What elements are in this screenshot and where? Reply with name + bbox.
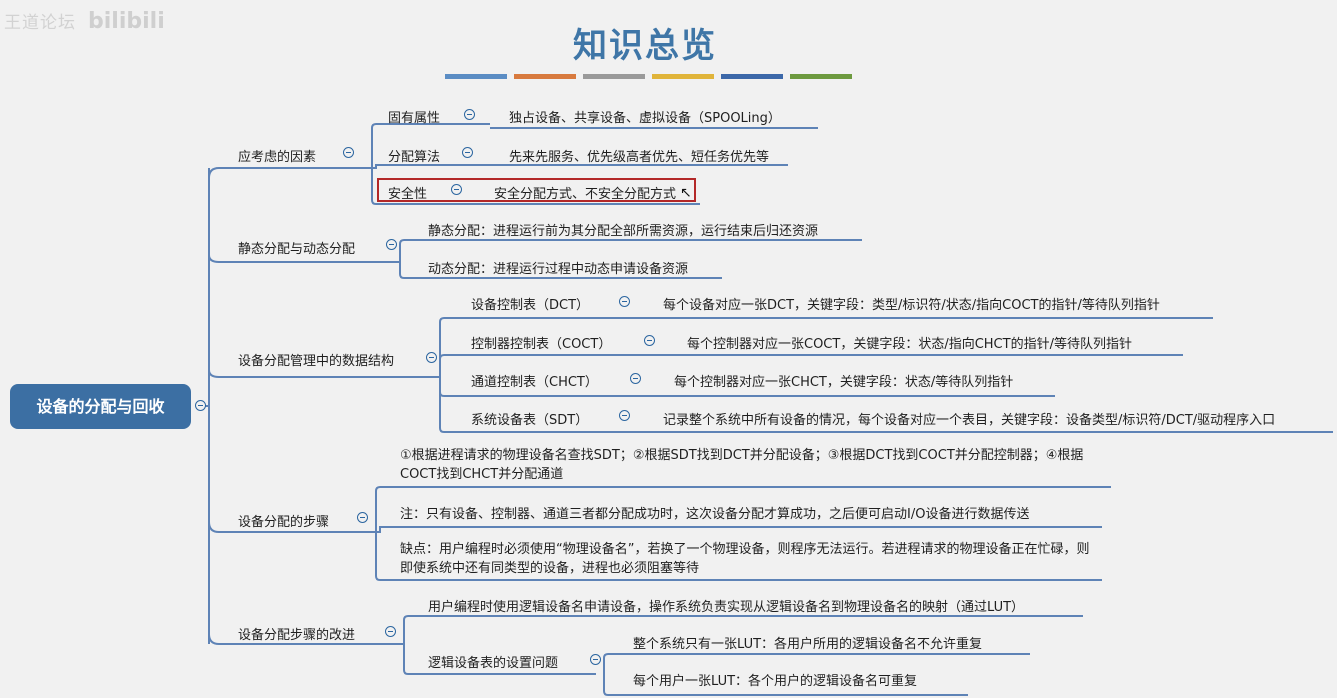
ds-label[interactable]: 通道控制表（CHCT） <box>471 375 598 390</box>
collapse-icon[interactable] <box>464 109 475 120</box>
color-bar <box>721 74 783 79</box>
color-bar <box>790 74 852 79</box>
collapse-icon[interactable] <box>426 352 437 363</box>
factor-detail: 先来先服务、优先级高者优先、短任务优先等 <box>509 150 770 165</box>
collapse-icon[interactable] <box>619 296 630 307</box>
collapse-icon[interactable] <box>630 373 641 384</box>
root-node[interactable]: 设备的分配与回收 <box>10 384 191 429</box>
collapse-icon[interactable] <box>357 512 368 523</box>
leaf-text: 用户编程时使用逻辑设备名申请设备，操作系统负责实现从逻辑设备名到物理设备名的映射… <box>428 600 1025 615</box>
branch-data-structures[interactable]: 设备分配管理中的数据结构 <box>238 354 395 369</box>
branch-static-dynamic[interactable]: 静态分配与动态分配 <box>238 242 356 257</box>
leaf-text: 动态分配：进程运行过程中动态申请设备资源 <box>428 262 689 277</box>
leaf-text: 注：只有设备、控制器、通道三者都分配成功时，这次设备分配才算成功，之后便可启动I… <box>400 507 1030 522</box>
color-bar <box>652 74 714 79</box>
lut-label[interactable]: 逻辑设备表的设置问题 <box>428 656 559 671</box>
collapse-icon[interactable] <box>386 239 397 250</box>
collapse-icon[interactable] <box>462 147 473 158</box>
ds-label[interactable]: 系统设备表（SDT） <box>471 413 589 428</box>
factor-label[interactable]: 分配算法 <box>388 150 441 165</box>
collapse-icon[interactable] <box>343 147 354 158</box>
ds-label[interactable]: 设备控制表（DCT） <box>471 298 590 313</box>
collapse-icon[interactable] <box>619 410 630 421</box>
factor-detail: 安全分配方式、不安全分配方式 <box>494 187 677 202</box>
factor-label[interactable]: 固有属性 <box>388 111 441 126</box>
branch-improvement[interactable]: 设备分配步骤的改进 <box>238 628 356 643</box>
leaf-text: 静态分配：进程运行前为其分配全部所需资源，运行结束后归还资源 <box>428 224 819 239</box>
page-title: 知识总览 <box>573 26 717 66</box>
ds-detail: 记录整个系统中所有设备的情况，每个设备对应一个表目，关键字段：设备类型/标识符/… <box>663 413 1276 428</box>
leaf-text: ①根据进程请求的物理设备名查找SDT；②根据SDT找到DCT并分配设备；③根据D… <box>400 448 1084 482</box>
leaf-text: 整个系统只有一张LUT：各用户所用的逻辑设备名不允许重复 <box>633 637 983 652</box>
ds-detail: 每个控制器对应一张COCT，关键字段：状态/指向CHCT的指针/等待队列指针 <box>687 337 1132 352</box>
bilibili-logo: bilibili <box>88 9 165 34</box>
color-bar <box>583 74 645 79</box>
leaf-text: 每个用户一张LUT：各个用户的逻辑设备名可重复 <box>633 674 918 689</box>
highlight-box <box>377 178 696 202</box>
color-bar <box>445 74 507 79</box>
leaf-text: 缺点：用户编程时必须使用“物理设备名”，若换了一个物理设备，则程序无法运行。若进… <box>400 542 1090 576</box>
collapse-icon[interactable] <box>590 654 601 665</box>
ds-label[interactable]: 控制器控制表（COCT） <box>471 337 612 352</box>
factor-detail: 独占设备、共享设备、虚拟设备（SPOOLing） <box>509 111 781 126</box>
ds-detail: 每个设备对应一张DCT，关键字段：类型/标识符/状态/指向COCT的指针/等待队… <box>663 298 1160 313</box>
collapse-icon[interactable] <box>385 626 396 637</box>
collapse-icon[interactable] <box>451 184 462 195</box>
ds-detail: 每个控制器对应一张CHCT，关键字段：状态/等待队列指针 <box>674 375 1014 390</box>
mouse-cursor-icon: ↖ <box>680 185 692 201</box>
collapse-icon[interactable] <box>195 400 206 411</box>
collapse-icon[interactable] <box>644 335 655 346</box>
factor-label[interactable]: 安全性 <box>388 187 428 202</box>
branch-steps[interactable]: 设备分配的步骤 <box>238 515 330 530</box>
branch-factors[interactable]: 应考虑的因素 <box>238 150 317 165</box>
color-bar <box>514 74 576 79</box>
